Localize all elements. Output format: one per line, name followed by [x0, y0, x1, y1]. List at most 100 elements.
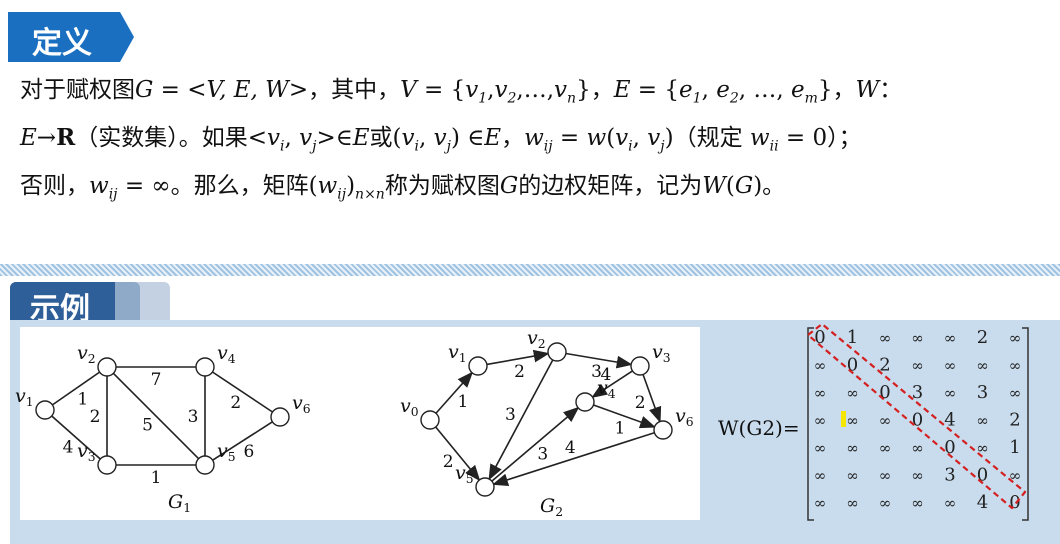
- matrix-cell: ∞: [1009, 357, 1022, 375]
- edge-weight: 2: [443, 452, 454, 472]
- text-segment: e: [716, 77, 730, 103]
- node-label: v6: [292, 392, 311, 416]
- text-segment: 2: [507, 90, 517, 107]
- graph-node: [653, 420, 673, 440]
- text-segment: ,: [632, 125, 648, 151]
- matrix-cell: 3: [944, 465, 955, 486]
- graph-node: [630, 356, 650, 376]
- text-segment: v: [647, 125, 661, 151]
- text-segment: ,: [487, 77, 495, 103]
- text-segment: 1: [478, 90, 488, 107]
- matrix-cell: 3: [977, 382, 988, 403]
- edge-weight: 3: [188, 407, 199, 427]
- text-segment: }，: [817, 77, 856, 103]
- matrix-cell: ∞: [814, 467, 827, 485]
- node-label: v4: [597, 377, 616, 401]
- graph-edge: [593, 404, 657, 429]
- matrix-cell: 0: [879, 382, 890, 403]
- text-segment: ii: [769, 138, 779, 155]
- matrix-cell: ∞: [944, 494, 957, 512]
- graph-edge: [435, 426, 481, 482]
- edge-weight: 2: [230, 393, 241, 413]
- matrix-cell: ∞: [879, 467, 892, 485]
- node-label: v1: [15, 385, 34, 409]
- text-segment: ,: [419, 125, 434, 151]
- text-segment: i: [279, 138, 285, 155]
- text-segment: }，: [576, 77, 614, 103]
- matrix-cell: 0: [1009, 492, 1020, 513]
- matrix-cell: 1: [1009, 437, 1020, 458]
- edge-weight: 6: [244, 442, 255, 462]
- matrix-cell: ∞: [944, 384, 957, 402]
- matrix-cell: 4: [944, 410, 955, 431]
- text-segment: v: [401, 125, 415, 151]
- matrix-cell: ∞: [846, 412, 859, 430]
- graph-node: [195, 357, 215, 377]
- text-segment: 的边权矩阵，记为: [518, 173, 703, 199]
- matrix-cell: ∞: [1009, 384, 1022, 402]
- matrix-cell: ∞: [944, 329, 957, 347]
- text-segment: v: [433, 125, 447, 151]
- text-segment: ij: [543, 138, 553, 155]
- matrix-cell: ∞: [976, 357, 989, 375]
- text-segment: v: [554, 77, 568, 103]
- matrix-cell: 1: [847, 327, 858, 348]
- text-segment: E: [352, 125, 370, 151]
- text-segment: E: [20, 125, 37, 151]
- matrix-cell: ∞: [879, 412, 892, 430]
- text-segment: e: [791, 77, 805, 103]
- matrix-cell: ∞: [814, 439, 827, 457]
- matrix-label: W(G2)=: [718, 416, 800, 440]
- matrix-bracket-right: [1022, 327, 1029, 521]
- text-segment: ,: [284, 125, 300, 151]
- text-segment: i: [628, 138, 633, 155]
- node-label: v2: [77, 342, 96, 366]
- divider-band: [0, 264, 1060, 276]
- matrix-cell: ∞: [814, 412, 827, 430]
- definition-header-label: 定义: [32, 26, 92, 61]
- matrix-cell: ∞: [911, 439, 924, 457]
- text-segment: v: [266, 125, 280, 151]
- matrix-cell: ∞: [944, 357, 957, 375]
- matrix-cell: 0: [847, 355, 858, 376]
- graph-node: [97, 455, 117, 475]
- text-segment: ：: [879, 77, 903, 103]
- text-segment: v: [299, 125, 313, 151]
- text-segment: >，其中，: [288, 77, 401, 103]
- text-segment: w: [524, 125, 544, 151]
- text-segment: j: [446, 138, 451, 155]
- text-segment: R: [56, 124, 76, 151]
- matrix-cell: ∞: [911, 494, 924, 512]
- graph-area: [20, 327, 700, 520]
- matrix-cell: ∞: [976, 412, 989, 430]
- text-segment: E: [613, 77, 631, 103]
- graph-edge: [565, 352, 633, 369]
- text-segment: w: [317, 173, 338, 199]
- graph-edge: [212, 421, 273, 461]
- text-segment: i: [414, 138, 419, 155]
- matrix-bracket-left: [807, 327, 814, 521]
- definition-header: 定义: [8, 12, 134, 62]
- graph-edge: [488, 359, 554, 481]
- graph-node: [468, 356, 488, 376]
- text-segment: n: [567, 90, 577, 107]
- node-label: v3: [77, 440, 96, 464]
- matrix-cell: ∞: [879, 439, 892, 457]
- matrix-cell: 0: [814, 327, 825, 348]
- text-segment: ij: [337, 186, 347, 203]
- definition-line: 否则，wij = ∞。那么，矩阵(wij)n×n称为赋权图G的边权矩阵，记为W(…: [20, 166, 785, 203]
- text-segment: =: [552, 125, 587, 151]
- matrix-cell: ∞: [846, 494, 859, 512]
- edge-weight: 3: [537, 445, 548, 465]
- graph-node: [270, 407, 290, 427]
- edge-weight: 2: [635, 393, 646, 413]
- text-segment: ,…,: [516, 77, 555, 103]
- text-segment: 称为赋权图: [384, 173, 500, 199]
- edge-weight: 2: [90, 407, 101, 427]
- graph-edge: [112, 372, 200, 460]
- edge-weight: 3: [505, 405, 516, 425]
- text-segment: v: [494, 77, 508, 103]
- matrix-cell: 2: [1009, 410, 1020, 431]
- text-segment: 1: [692, 90, 702, 107]
